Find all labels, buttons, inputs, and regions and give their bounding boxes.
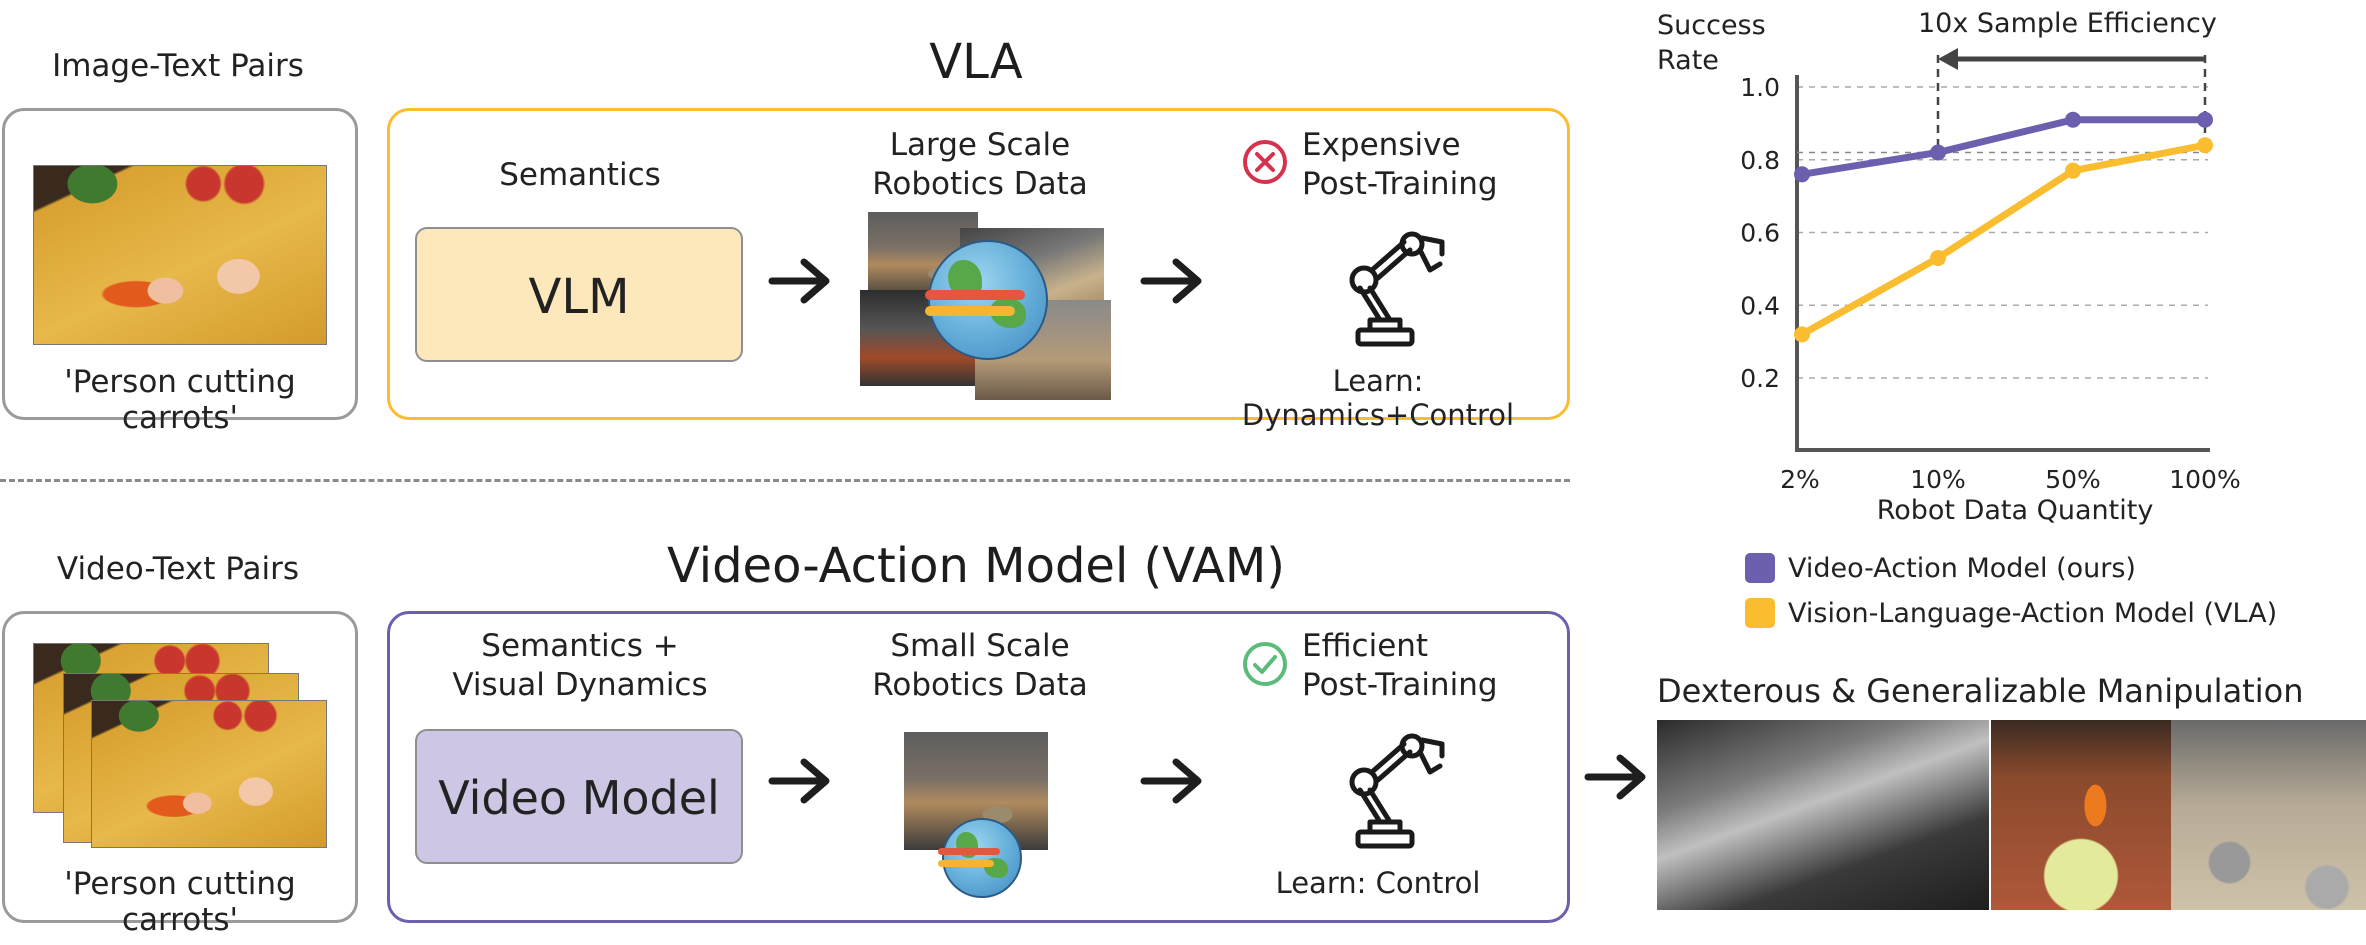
arrow-right-icon	[1140, 258, 1202, 304]
legend-label-vla: Vision-Language-Action Model (VLA)	[1788, 598, 2278, 629]
chart-annotation: 10x Sample Efficiency	[1918, 8, 2217, 39]
dexterous-title: Dexterous & Generalizable Manipulation	[1657, 672, 2304, 710]
image-text-caption: 'Person cutting carrots'	[64, 364, 296, 436]
x-tick-label: 2%	[1780, 465, 1820, 494]
vla-stage3-line1: Expensive	[1302, 127, 1461, 163]
y-tick-label: 0.2	[1740, 364, 1780, 393]
data-point	[1930, 144, 1946, 161]
data-point	[2197, 111, 2213, 128]
legend-swatch-vam	[1745, 553, 1775, 583]
arrow-right-icon	[768, 758, 830, 804]
cross-circle-icon	[1243, 140, 1287, 184]
vam-stage1-label: Semantics + Visual Dynamics	[415, 627, 745, 705]
y-tick-label: 0.8	[1740, 146, 1780, 175]
vam-stage3-label: Efficient Post-Training	[1302, 627, 1498, 705]
data-point	[1794, 166, 1810, 183]
vam-stage1-line1: Semantics +	[481, 628, 679, 664]
x-tick-label: 50%	[2045, 465, 2101, 494]
robot-arm-icon	[1349, 231, 1445, 347]
data-point	[2065, 162, 2081, 179]
x-tick-label: 10%	[1910, 465, 1966, 494]
efficiency-arrowhead	[1938, 48, 1958, 70]
vla-panel	[387, 108, 1570, 420]
data-stripe	[925, 306, 1015, 316]
success-rate-chart: 1.0 0.8 0.6 0.4 0.2 2% 10% 50% 100%	[1740, 48, 2241, 494]
image-text-title: Image-Text Pairs	[52, 48, 304, 84]
vam-panel	[387, 611, 1570, 923]
vla-title: VLA	[929, 34, 1023, 90]
tabletop-robot-photo	[2171, 720, 2366, 910]
vla-stage2-line1: Large Scale	[889, 127, 1071, 163]
data-stripe	[938, 860, 994, 867]
y-tick-label: 0.6	[1740, 219, 1780, 248]
video-text-title: Video-Text Pairs	[56, 551, 300, 587]
series-line	[1798, 141, 2209, 338]
carrot-cutting-image	[33, 165, 327, 345]
arrow-right-icon	[1140, 758, 1202, 804]
vla-stage1-label: Semantics	[499, 157, 661, 193]
vam-title: Video-Action Model (VAM)	[666, 538, 1286, 594]
arrow-right-icon	[1584, 754, 1646, 800]
y-tick-label: 0.4	[1740, 291, 1780, 320]
chart-ylabel: Success Rate	[1657, 8, 1766, 78]
bimanual-robot-photo	[1657, 720, 1989, 910]
video-frame	[91, 700, 327, 848]
open-x-embodiment-globe-icon	[928, 240, 1048, 360]
data-stripe	[938, 848, 1000, 855]
robot-arm-icon	[1349, 733, 1445, 849]
vam-stage2-line2: Robotics Data	[872, 667, 1088, 703]
vla-stage3-line2: Post-Training	[1302, 166, 1498, 202]
data-point	[2065, 111, 2081, 128]
y-tick-label: 1.0	[1740, 73, 1780, 102]
vam-stage1-line2: Visual Dynamics	[452, 667, 708, 703]
chart-ylabel-line1: Success	[1657, 10, 1766, 41]
data-point	[1930, 249, 1946, 266]
vam-stage3-line2: Post-Training	[1302, 667, 1498, 703]
data-stripe	[925, 290, 1025, 300]
arrow-right-icon	[768, 258, 830, 304]
vam-stage3-caption: Learn: Control	[1275, 866, 1481, 900]
vla-stage2-line2: Robotics Data	[872, 166, 1088, 202]
check-circle-icon	[1243, 642, 1287, 686]
vam-stage2-line1: Small Scale	[890, 628, 1070, 664]
chart-xlabel: Robot Data Quantity	[1876, 495, 2154, 526]
open-x-embodiment-globe-icon	[942, 818, 1022, 898]
vam-stage2-label: Small Scale Robotics Data	[820, 627, 1140, 705]
series-line	[1798, 116, 2209, 178]
video-model-box-label: Video Model	[438, 771, 720, 825]
data-point	[1794, 326, 1810, 343]
chart-ylabel-line2: Rate	[1657, 45, 1719, 76]
data-point	[2197, 137, 2213, 154]
vlm-box-label: VLM	[528, 269, 630, 325]
section-divider	[0, 479, 1570, 482]
vla-stage3-label: Expensive Post-Training	[1302, 126, 1498, 204]
legend-swatch-vla	[1745, 598, 1775, 628]
x-tick-label: 100%	[2169, 465, 2240, 494]
video-model-box	[415, 729, 743, 864]
vla-stage2-label: Large Scale Robotics Data	[820, 126, 1140, 204]
carrot-grasp-photo	[1991, 720, 2171, 910]
vam-stage3-line1: Efficient	[1302, 628, 1429, 664]
vlm-box	[415, 227, 743, 362]
legend-label-vam: Video-Action Model (ours)	[1788, 553, 2136, 584]
vla-stage3-caption: Learn: Dynamics+Control	[1241, 364, 1515, 432]
video-text-caption: 'Person cutting carrots'	[64, 866, 296, 938]
